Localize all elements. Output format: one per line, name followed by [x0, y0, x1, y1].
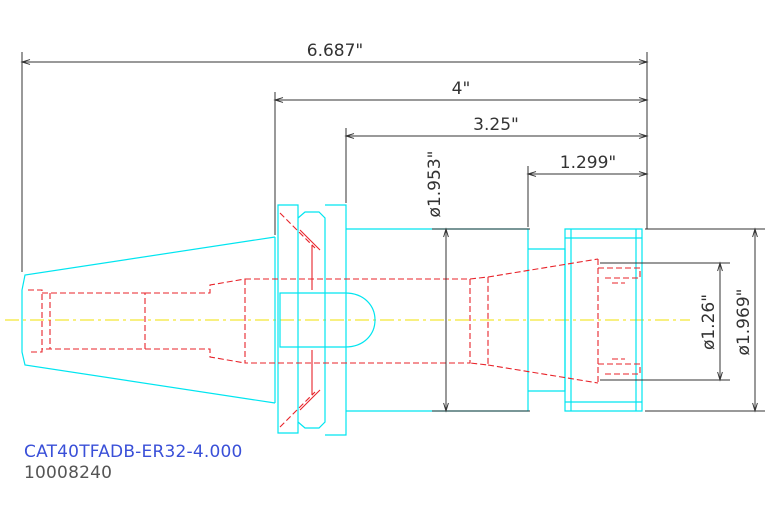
dim-flange-to-end: 3.25" [473, 115, 519, 135]
flange-coolant-details [299, 229, 321, 411]
part-number-label: CAT40TFADB-ER32-4.000 [24, 442, 243, 462]
dim-nut-length: 1.299" [560, 153, 617, 173]
dim-body-diameter: ø1.953" [425, 151, 445, 218]
dim-bore-diameter: ø1.26" [699, 294, 719, 350]
dimension-lines [20, 52, 765, 413]
dim-nut-diameter: ø1.969" [734, 289, 754, 356]
dim-gauge-to-end: 4" [452, 79, 471, 99]
hidden-lines [28, 212, 641, 428]
item-number-label: 10008240 [24, 463, 113, 483]
dim-overall-length: 6.687" [307, 41, 364, 61]
